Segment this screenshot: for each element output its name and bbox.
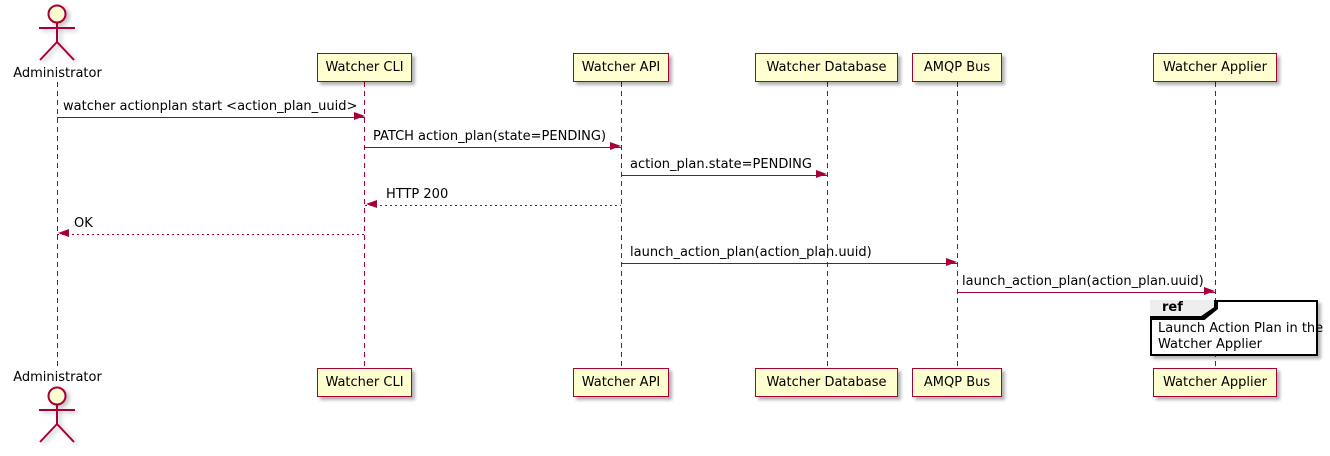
lifeline-watcher-database — [827, 82, 828, 368]
participant-watcher-cli-top: Watcher CLI — [317, 53, 412, 82]
participant-watcher-applier-bottom: Watcher Applier — [1153, 368, 1277, 397]
message-7-label: launch_action_plan(action_plan.uuid) — [962, 274, 1204, 289]
participant-amqp-bus-bottom: AMQP Bus — [912, 368, 1002, 397]
ref-fragment: ref Launch Action Plan in the Watcher Ap… — [1150, 300, 1323, 356]
message-3-line — [621, 175, 827, 176]
message-2-label: PATCH action_plan(state=PENDING) — [373, 129, 607, 144]
message-2-line — [365, 147, 621, 148]
message-5-label: OK — [74, 216, 93, 231]
message-1-label: watcher actionplan start <action_plan_uu… — [63, 99, 358, 114]
ref-text: Launch Action Plan in the Watcher Applie… — [1152, 319, 1329, 355]
message-5-arrowhead-icon — [58, 229, 69, 237]
lifeline-watcher-cli — [364, 82, 365, 368]
participant-watcher-database-bottom: Watcher Database — [755, 368, 898, 397]
participant-watcher-api-top: Watcher API — [573, 53, 669, 82]
message-4-arrowhead-icon — [366, 200, 377, 208]
message-2-arrowhead-icon — [610, 142, 621, 150]
ref-text-line-1: Launch Action Plan in the — [1158, 321, 1324, 336]
actor-icon — [39, 4, 75, 61]
message-7-line — [957, 292, 1215, 293]
participant-watcher-database-top: Watcher Database — [755, 53, 898, 82]
lifeline-watcher-api — [621, 82, 622, 368]
message-4-label: HTTP 200 — [386, 187, 449, 202]
message-3-label: action_plan.state=PENDING — [630, 157, 812, 172]
message-6-label: launch_action_plan(action_plan.uuid) — [630, 245, 872, 260]
ref-keyword: ref — [1150, 300, 1214, 316]
participant-watcher-cli-bottom: Watcher CLI — [317, 368, 412, 397]
lifeline-administrator — [57, 82, 58, 370]
actor-label-bottom: Administrator — [13, 370, 102, 385]
participant-amqp-bus-top: AMQP Bus — [912, 53, 1002, 82]
lifeline-amqp-bus — [957, 82, 958, 368]
lifeline-watcher-applier — [1215, 82, 1216, 368]
message-5-line — [57, 234, 365, 235]
message-6-arrowhead-icon — [946, 258, 957, 266]
message-4-line — [365, 205, 621, 206]
actor-label-top: Administrator — [13, 66, 102, 81]
message-6-line — [621, 263, 957, 264]
ref-header: ref — [1150, 300, 1218, 320]
actor-icon — [39, 386, 75, 443]
message-7-arrowhead-icon — [1204, 287, 1215, 295]
message-1-arrowhead-icon — [354, 112, 365, 120]
ref-text-line-2: Watcher Applier — [1158, 337, 1262, 352]
message-1-line — [57, 117, 365, 118]
participant-watcher-api-bottom: Watcher API — [573, 368, 669, 397]
participant-watcher-applier-top: Watcher Applier — [1153, 53, 1277, 82]
message-3-arrowhead-icon — [816, 170, 827, 178]
